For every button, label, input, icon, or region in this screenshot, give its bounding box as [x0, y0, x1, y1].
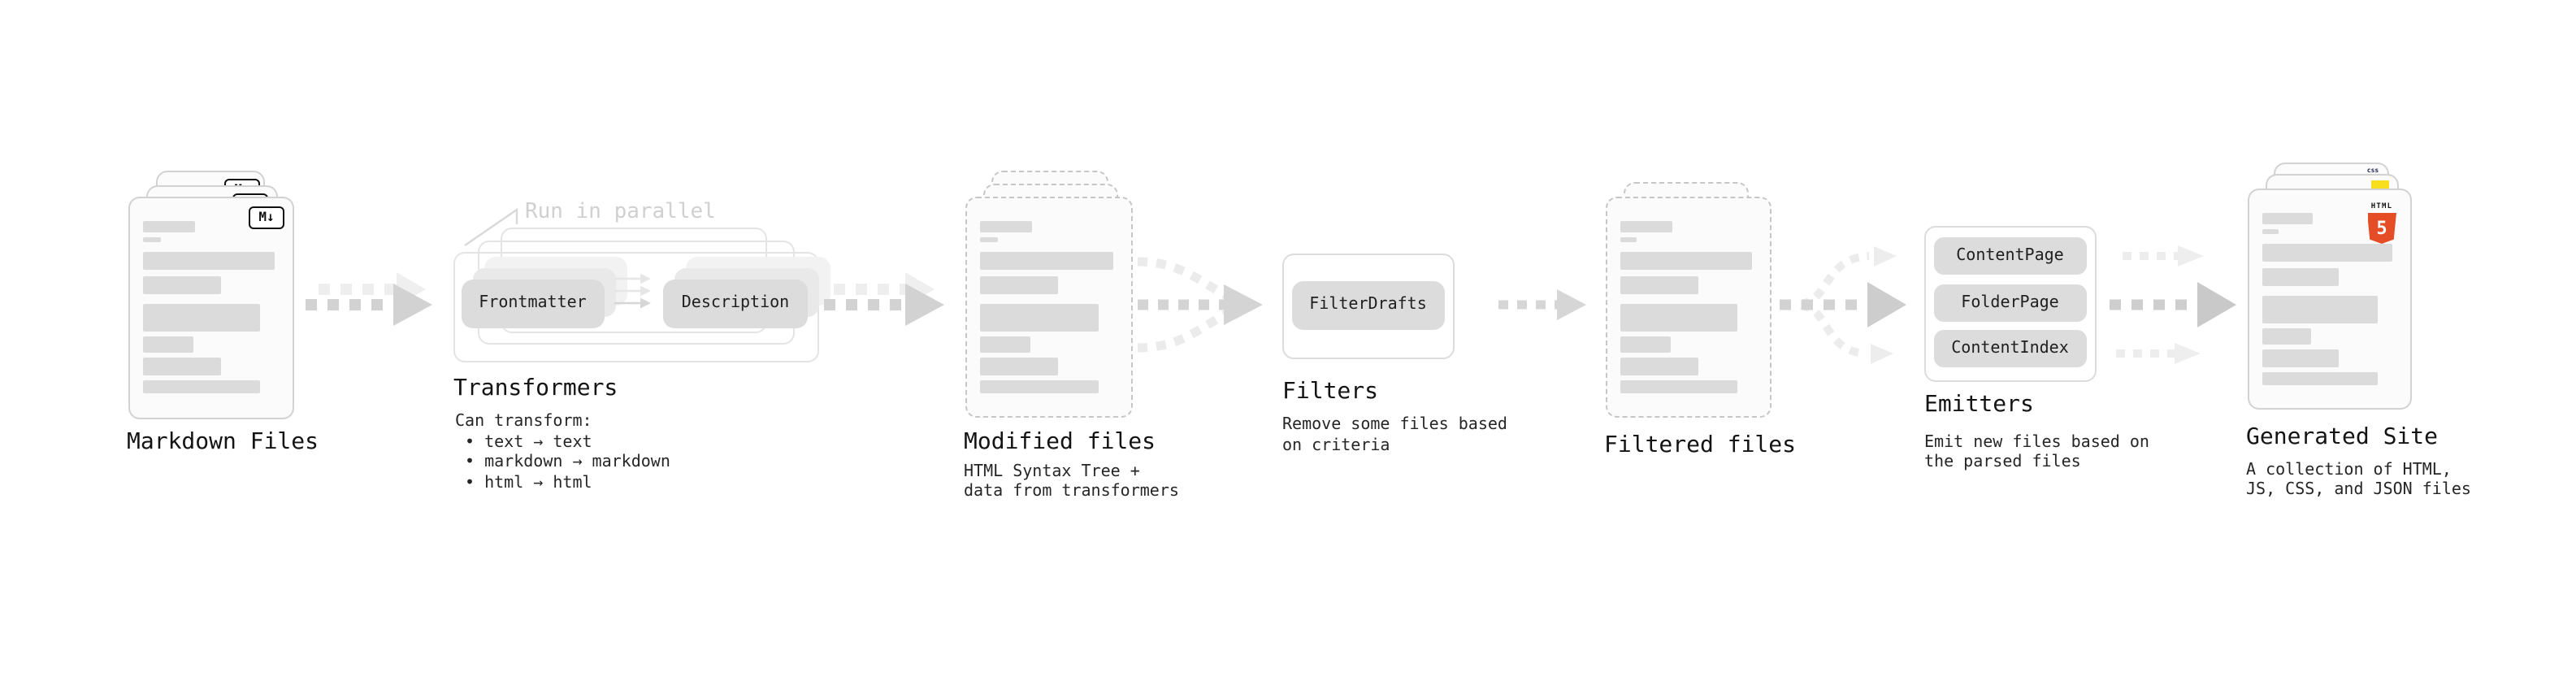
text-line-bars: [2262, 213, 2396, 384]
stage-title-filtered: Filtered files: [1604, 432, 1797, 458]
arrow-transformers-to-modified: [824, 272, 944, 326]
text-line-bar: [1620, 275, 1698, 294]
generated-subtitle: A collection of HTML, JS, CSS, and JSON …: [2246, 461, 2471, 501]
bullet-html-to-html: • html → html: [465, 474, 592, 492]
text-line-bar: [143, 251, 275, 269]
text-line-bar: [1620, 221, 1672, 232]
markdown-icon: M↓: [249, 206, 284, 228]
arrow-markdown-to-transformers: [306, 272, 432, 326]
arrow-emitters-to-generated: [2110, 245, 2236, 364]
emitters-box: [1923, 226, 2097, 382]
text-line-bar: [1620, 237, 1637, 241]
filters-box: [1281, 254, 1455, 359]
text-line-bar: [980, 221, 1033, 232]
transformers-description: Can transform: • text → text • markdown …: [455, 413, 670, 494]
text-line-bar: [2262, 328, 2312, 344]
text-line-bar: [980, 357, 1059, 375]
emitters-subtitle: Emit new files based on the parsed files: [1924, 433, 2149, 474]
stage-title-generated: Generated Site: [2246, 424, 2439, 450]
folderpage-pill: FolderPage: [1934, 284, 2086, 321]
modified-subtitle: HTML Syntax Tree + data from transformer…: [964, 462, 1179, 503]
html5-icon-word: HTML: [2370, 203, 2393, 211]
modified-subtitle-line1: HTML Syntax Tree +: [964, 462, 1140, 480]
text-line-bar: [2262, 349, 2339, 367]
can-transform-heading: Can transform:: [455, 413, 592, 431]
emitters-subtitle-line1: Emit new files based on: [1924, 433, 2149, 451]
text-line-bar: [143, 357, 221, 375]
callout-line: [464, 207, 518, 246]
text-line-bar: [143, 336, 194, 352]
text-line-bars: [143, 221, 280, 393]
frontmatter-pill: Frontmatter: [462, 279, 604, 327]
modified-subtitle-line2: data from transformers: [964, 483, 1179, 501]
stage-title-emitters: Emitters: [1924, 392, 2034, 418]
text-line-bar: [1620, 380, 1738, 393]
text-line-bar: [143, 275, 221, 294]
text-line-bar: [980, 303, 1099, 332]
text-line-bar: [2262, 229, 2279, 233]
description-pill: Description: [663, 279, 808, 327]
text-line-bar: [2262, 243, 2392, 261]
generated-file-card-front: HTML 5: [2247, 189, 2411, 410]
text-line-bars: [1620, 221, 1757, 393]
arrow-filtered-to-emitters: [1780, 246, 1906, 364]
filters-subtitle-line2: on criteria: [1282, 436, 1390, 454]
generated-subtitle-line1: A collection of HTML,: [2246, 461, 2452, 479]
text-line-bar: [143, 221, 195, 232]
contentindex-pill: ContentIndex: [1934, 330, 2086, 367]
modified-file-card-front: [965, 197, 1132, 418]
bullet-text-to-text: • text → text: [465, 433, 592, 451]
text-line-bar: [980, 336, 1031, 352]
text-line-bar: [2262, 267, 2339, 286]
text-line-bar: [980, 237, 998, 241]
html5-icon-shield: 5: [2367, 213, 2396, 244]
parallel-arrows-icon: [614, 273, 651, 309]
stage-title-transformers: Transformers: [453, 375, 618, 401]
filters-subtitle-line1: Remove some files based: [1282, 416, 1507, 434]
css-icon-label: css: [2366, 165, 2379, 173]
text-line-bar: [1620, 336, 1671, 352]
text-line-bar: [1620, 251, 1753, 269]
filtered-file-card-front: [1605, 197, 1772, 418]
stage-title-markdown: Markdown Files: [127, 429, 319, 455]
text-line-bar: [980, 275, 1059, 294]
contentpage-pill: ContentPage: [1934, 237, 2086, 275]
stage-title-filters: Filters: [1282, 379, 1379, 405]
text-line-bar: [143, 303, 261, 332]
bullet-markdown-to-markdown: • markdown → markdown: [465, 453, 670, 471]
filterdrafts-pill: FilterDrafts: [1292, 280, 1444, 329]
text-line-bars: [980, 221, 1117, 393]
markdown-file-card-front: M↓: [128, 197, 294, 419]
filters-subtitle: Remove some files based on criteria: [1282, 416, 1507, 457]
text-line-bar: [1620, 357, 1698, 375]
text-line-bar: [143, 237, 161, 241]
run-in-parallel-note: Run in parallel: [525, 199, 716, 223]
generated-subtitle-line2: JS, CSS, and JSON files: [2246, 481, 2471, 499]
arrow-filters-to-filtered: [1498, 289, 1586, 320]
text-line-bar: [980, 251, 1113, 269]
html5-icon-number: 5: [2376, 218, 2387, 239]
text-line-bar: [2262, 213, 2314, 223]
text-line-bar: [980, 380, 1099, 393]
text-line-bar: [2262, 372, 2378, 384]
text-line-bar: [1620, 303, 1738, 332]
stage-title-modified: Modified files: [964, 429, 1156, 455]
arrow-modified-to-filters: [1137, 257, 1263, 353]
html5-icon: HTML 5: [2367, 203, 2396, 244]
emitters-subtitle-line2: the parsed files: [1924, 453, 2081, 471]
text-line-bar: [2262, 295, 2378, 323]
text-line-bar: [143, 380, 261, 393]
